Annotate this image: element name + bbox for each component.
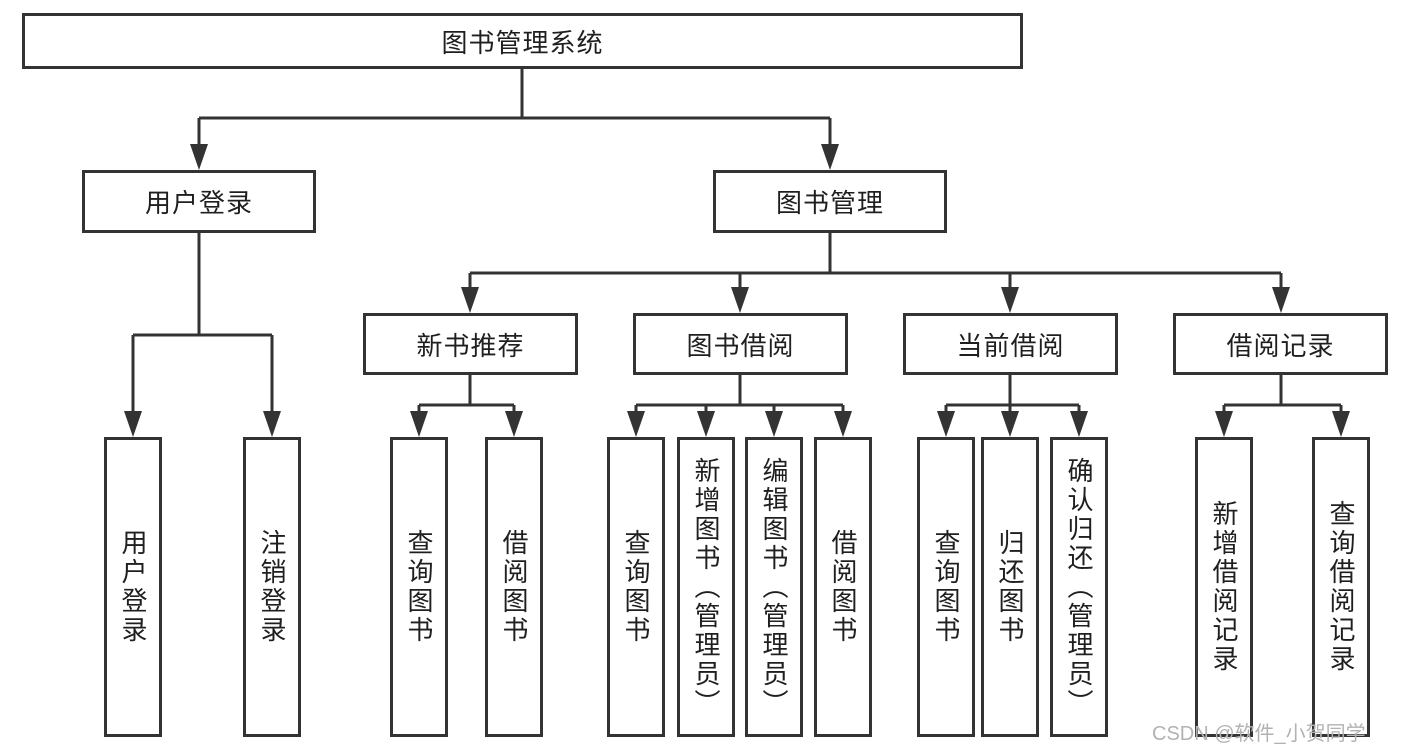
node-label: 查询借阅记录 [1326,500,1356,674]
node-label: 编辑图书（管理员） [759,456,789,718]
node-label: 用户登录 [144,188,253,218]
leaf-current-query-books: 查询图书 [917,437,975,737]
node-new-book-recommend: 新书推荐 [363,313,578,375]
node-label: 当前借阅 [956,330,1065,361]
arrowheads [124,144,1350,437]
leaf-newbook-borrow-books: 借阅图书 [485,437,543,737]
node-current-borrow: 当前借阅 [903,313,1118,375]
node-borrow-records: 借阅记录 [1173,313,1388,375]
node-label: 借阅图书 [499,529,529,645]
node-label: 借阅记录 [1226,330,1335,361]
node-label: 注销登录 [257,529,287,645]
csdn-watermark: CSDN @软件_小贺同学 [1152,723,1366,745]
node-library-management-system: 图书管理系统 [22,13,1023,69]
leaf-records-query-record: 查询借阅记录 [1312,437,1370,737]
node-label: 查询图书 [404,529,434,645]
node-book-management: 图书管理 [713,170,947,233]
node-label: 借阅图书 [828,529,858,645]
node-label: 新书推荐 [416,330,525,361]
leaf-logout: 注销登录 [243,437,301,737]
node-label: 用户登录 [118,529,148,645]
leaf-records-add-record: 新增借阅记录 [1195,437,1253,737]
node-book-borrow: 图书借阅 [633,313,848,375]
node-label: 图书借阅 [686,330,795,361]
node-label: 查询图书 [621,529,651,645]
leaf-newbook-query-books: 查询图书 [390,437,448,737]
leaf-user-login: 用户登录 [104,437,162,737]
node-user-login: 用户登录 [82,170,316,233]
node-label: 归还图书 [995,529,1025,645]
leaf-borrow-query-books: 查询图书 [607,437,665,737]
leaf-borrow-borrow-books: 借阅图书 [814,437,872,737]
node-label: 确认归还（管理员） [1064,456,1094,718]
node-label: 查询图书 [931,529,961,645]
node-label: 新增借阅记录 [1209,500,1239,674]
node-label: 新增图书（管理员） [691,456,721,718]
leaf-borrow-edit-books-admin: 编辑图书（管理员） [745,437,803,737]
node-label: 图书管理 [775,188,884,218]
leaf-borrow-add-books-admin: 新增图书（管理员） [677,437,735,737]
node-label: 图书管理系统 [441,27,604,58]
leaf-current-confirm-return-admin: 确认归还（管理员） [1050,437,1108,737]
leaf-current-return-books: 归还图书 [981,437,1039,737]
